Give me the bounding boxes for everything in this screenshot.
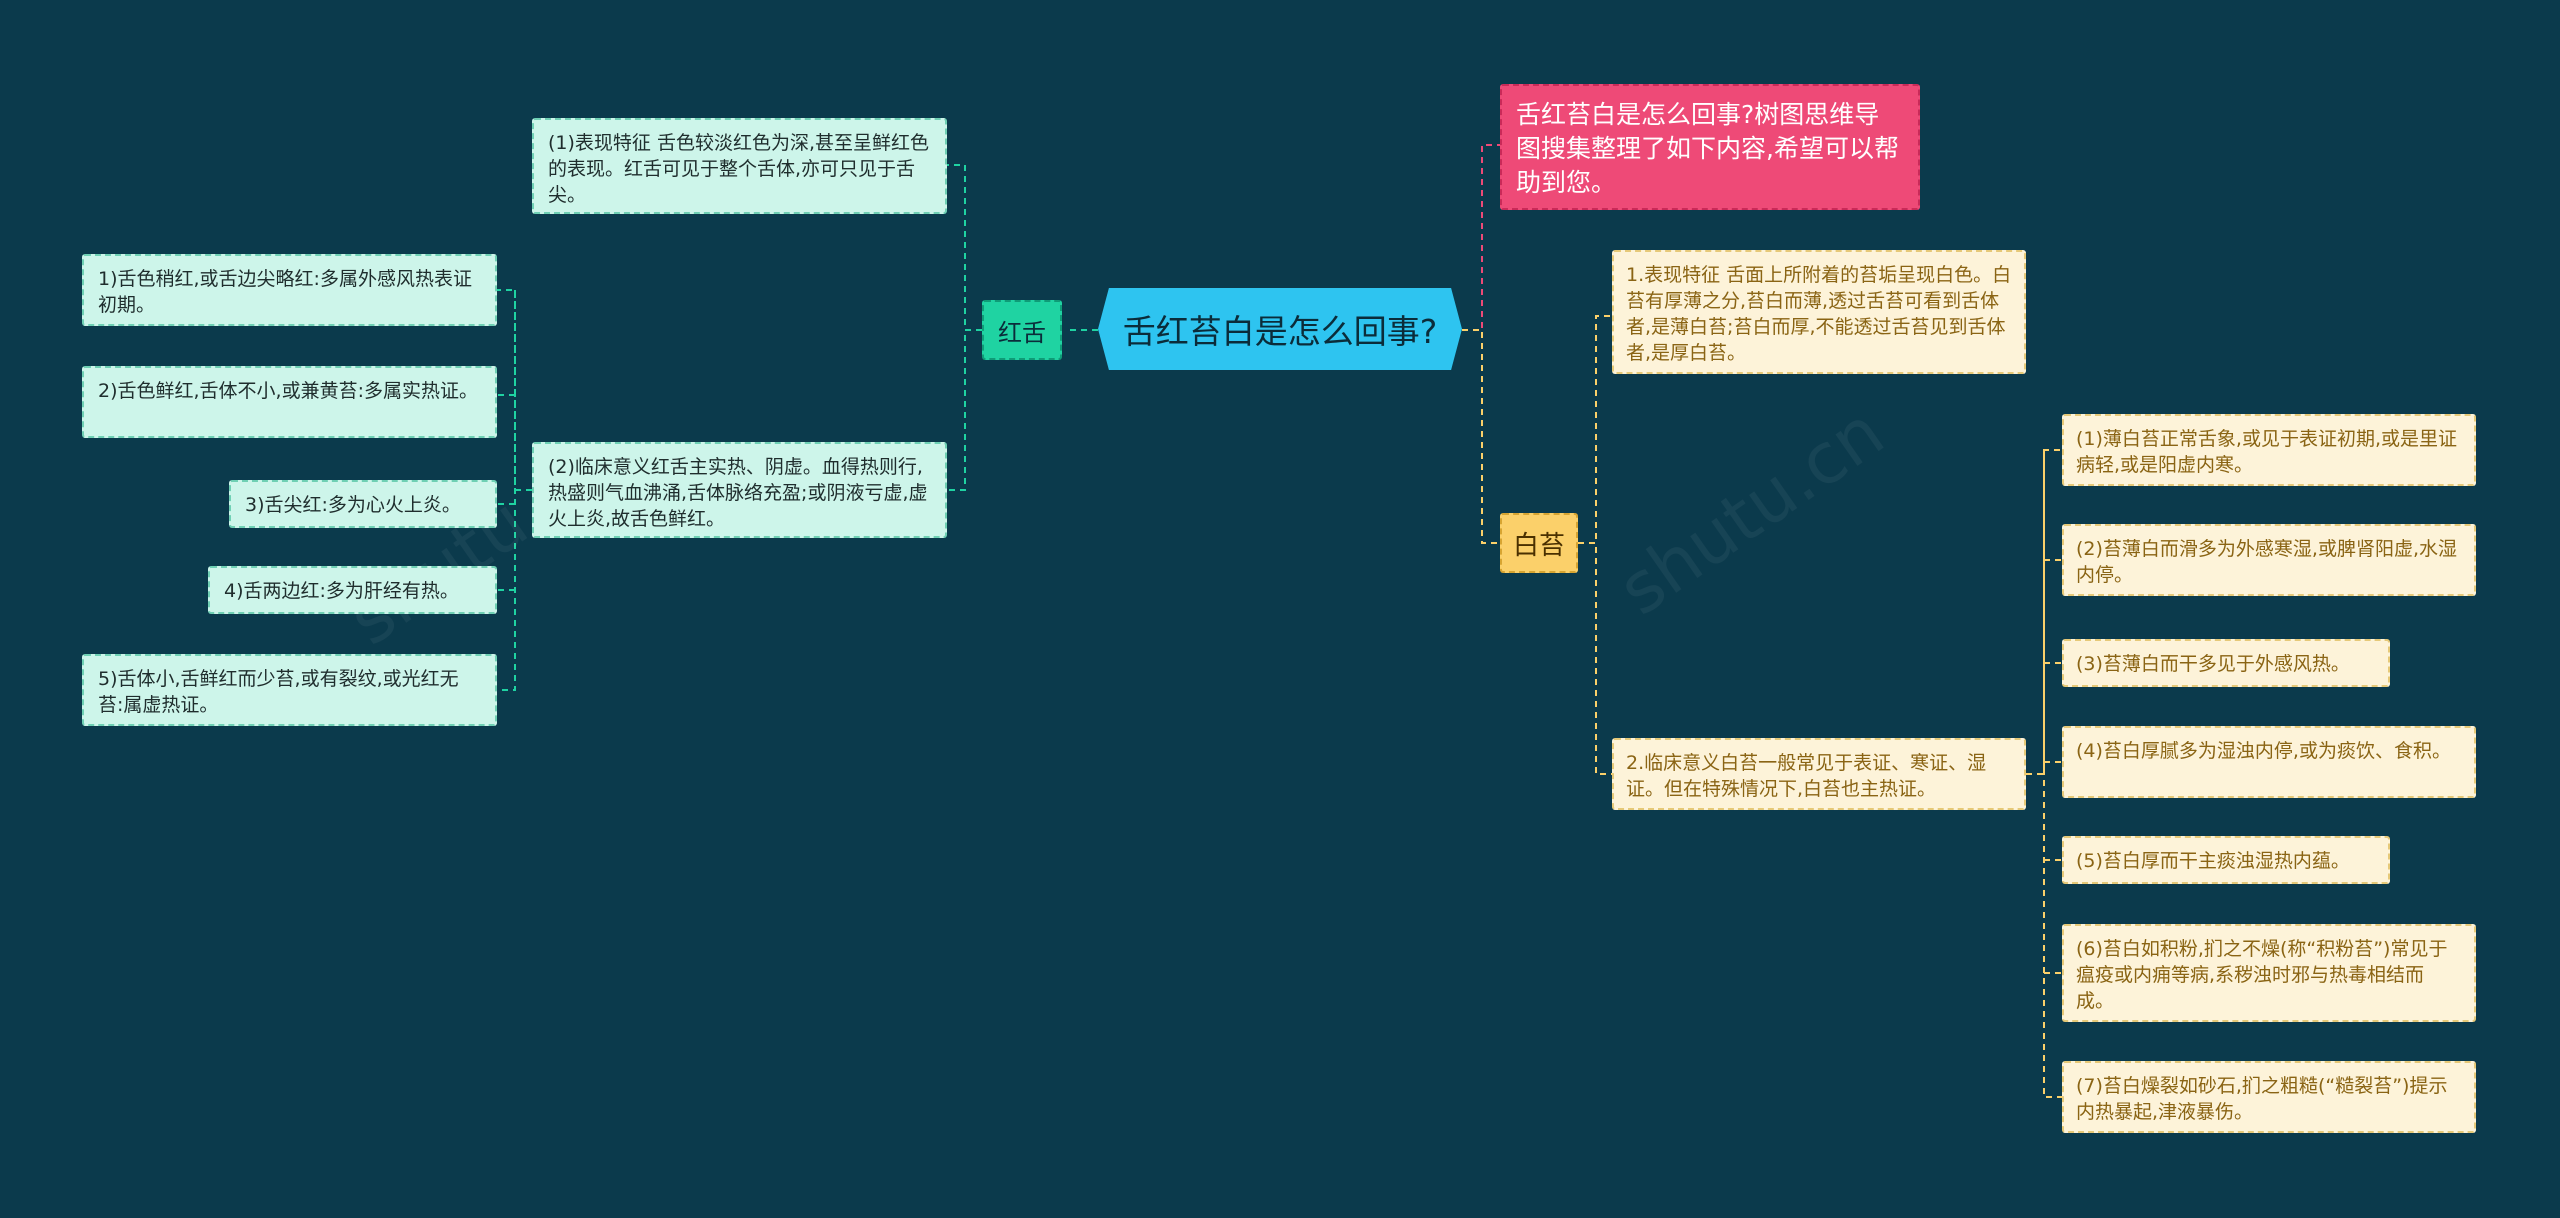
link-red-feature	[947, 164, 982, 331]
white-item-text: (5)苔白厚而干主痰浊湿热内蕴。	[2076, 850, 2350, 872]
white-item-5[interactable]: (5)苔白厚而干主痰浊湿热内蕴。	[2062, 836, 2390, 884]
root-label: 舌红苔白是怎么回事?	[1122, 312, 1438, 351]
white-item-3[interactable]: (3)苔薄白而干多见于外感风热。	[2062, 639, 2390, 687]
root-node[interactable]: 舌红苔白是怎么回事?	[1098, 288, 1462, 370]
white-item-text: (2)苔薄白而滑多为外感寒湿,或脾肾阳虚,水湿内停。	[2076, 538, 2457, 586]
branch-white-label: 白苔	[1512, 530, 1565, 561]
red-feature-text: (1)表现特征 舌色较淡红色为深,甚至呈鲜红色的表现。红舌可见于整个舌体,亦可只…	[548, 132, 929, 206]
link-red-clinical	[947, 329, 982, 491]
link-white-clinical	[1578, 542, 1612, 775]
white-item-text: (7)苔白燥裂如砂石,扪之粗糙(“糙裂苔”)提示内热暴起,津液暴伤。	[2076, 1075, 2448, 1123]
white-item-6[interactable]: (6)苔白如积粉,扪之不燥(称“积粉苔”)常见于瘟疫或内痈等病,系秽浊时邪与热毒…	[2062, 924, 2476, 1022]
link-red-items	[497, 289, 532, 691]
red-clinical-card[interactable]: (2)临床意义红舌主实热、阴虚。血得热则行,热盛则气血沸涌,舌体脉络充盈;或阴液…	[532, 442, 947, 538]
white-clinical-text: 2.临床意义白苔一般常见于表证、寒证、湿证。但在特殊情况下,白苔也主热证。	[1626, 752, 1987, 800]
red-item-3[interactable]: 3)舌尖红:多为心火上炎。	[229, 480, 497, 528]
link-white-feature	[1578, 315, 1612, 544]
link-root-white	[1462, 329, 1500, 544]
white-item-text: (6)苔白如积粉,扪之不燥(称“积粉苔”)常见于瘟疫或内痈等病,系秽浊时邪与热毒…	[2076, 938, 2448, 1012]
branch-white-coating[interactable]: 白苔	[1500, 513, 1578, 573]
red-item-text: 5)舌体小,舌鲜红而少苔,或有裂纹,或光红无苔:属虚热证。	[98, 668, 459, 716]
white-feature-card[interactable]: 1.表现特征 舌面上所附着的苔垢呈现白色。白苔有厚薄之分,苔白而薄,透过舌苔可看…	[1612, 250, 2026, 374]
branch-red-label: 红舌	[998, 318, 1046, 347]
white-feature-text: 1.表现特征 舌面上所附着的苔垢呈现白色。白苔有厚薄之分,苔白而薄,透过舌苔可看…	[1626, 264, 2012, 364]
red-item-5[interactable]: 5)舌体小,舌鲜红而少苔,或有裂纹,或光红无苔:属虚热证。	[82, 654, 497, 726]
red-item-2[interactable]: 2)舌色鲜红,舌体不小,或兼黄苔:多属实热证。	[82, 366, 497, 438]
link-root-intro	[1462, 144, 1500, 331]
red-item-4[interactable]: 4)舌两边红:多为肝经有热。	[208, 566, 497, 614]
white-item-2[interactable]: (2)苔薄白而滑多为外感寒湿,或脾肾阳虚,水湿内停。	[2062, 524, 2476, 596]
branch-red-tongue[interactable]: 红舌	[982, 300, 1062, 360]
white-item-text: (3)苔薄白而干多见于外感风热。	[2076, 653, 2350, 675]
white-item-4[interactable]: (4)苔白厚腻多为湿浊内停,或为痰饮、食积。	[2062, 726, 2476, 798]
white-item-7[interactable]: (7)苔白燥裂如砂石,扪之粗糙(“糙裂苔”)提示内热暴起,津液暴伤。	[2062, 1061, 2476, 1133]
red-clinical-text: (2)临床意义红舌主实热、阴虚。血得热则行,热盛则气血沸涌,舌体脉络充盈;或阴液…	[548, 456, 928, 530]
intro-text: 舌红苔白是怎么回事?树图思维导图搜集整理了如下内容,希望可以帮助到您。	[1516, 100, 1899, 197]
red-item-text: 3)舌尖红:多为心火上炎。	[245, 494, 461, 516]
red-item-text: 1)舌色稍红,或舌边尖略红:多属外感风热表证初期。	[98, 268, 472, 316]
red-item-text: 2)舌色鲜红,舌体不小,或兼黄苔:多属实热证。	[98, 380, 478, 402]
white-item-text: (1)薄白苔正常舌象,或见于表证初期,或是里证病轻,或是阳虚内寒。	[2076, 428, 2457, 476]
white-clinical-card[interactable]: 2.临床意义白苔一般常见于表证、寒证、湿证。但在特殊情况下,白苔也主热证。	[1612, 738, 2026, 810]
link-white-items	[2026, 449, 2062, 1098]
white-item-text: (4)苔白厚腻多为湿浊内停,或为痰饮、食积。	[2076, 740, 2451, 762]
red-feature-card[interactable]: (1)表现特征 舌色较淡红色为深,甚至呈鲜红色的表现。红舌可见于整个舌体,亦可只…	[532, 118, 947, 214]
red-item-1[interactable]: 1)舌色稍红,或舌边尖略红:多属外感风热表证初期。	[82, 254, 497, 326]
red-item-text: 4)舌两边红:多为肝经有热。	[224, 580, 459, 602]
intro-note[interactable]: 舌红苔白是怎么回事?树图思维导图搜集整理了如下内容,希望可以帮助到您。	[1500, 84, 1920, 210]
white-item-1[interactable]: (1)薄白苔正常舌象,或见于表证初期,或是里证病轻,或是阳虚内寒。	[2062, 414, 2476, 486]
